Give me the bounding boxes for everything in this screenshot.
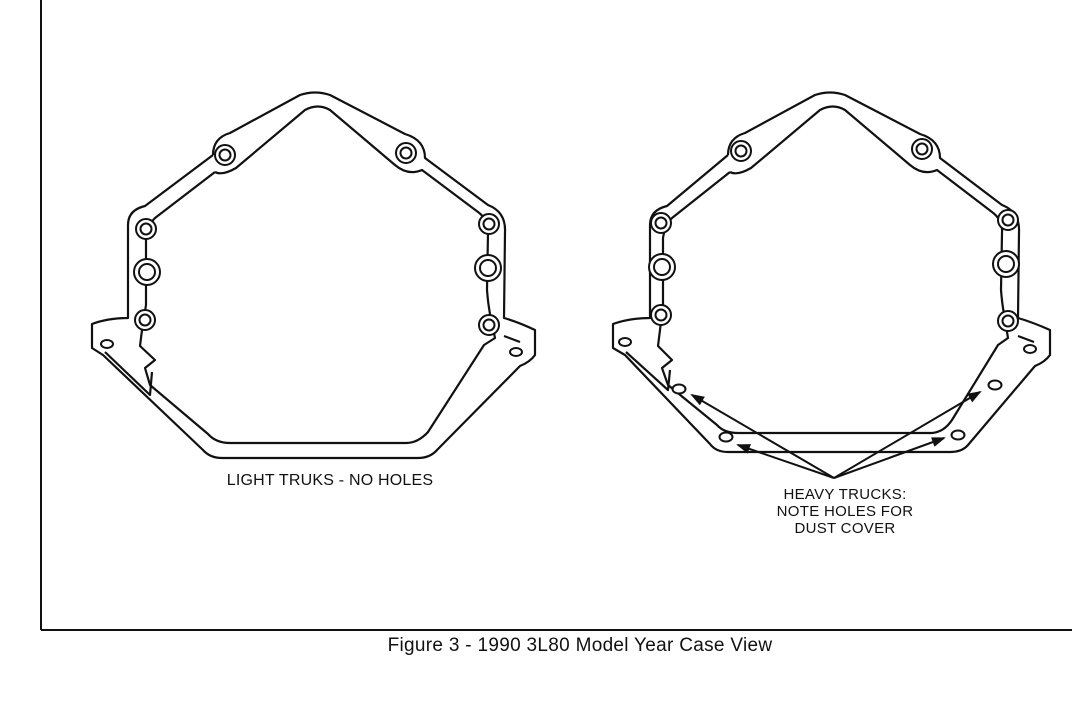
heavy-trucks-label-line-3: DUST COVER (794, 520, 896, 537)
heavy-trucks-label-line-2: NOTE HOLES FOR (776, 503, 914, 520)
light-truck-case-outline (90, 91, 537, 460)
heavy-truck-case-outline (611, 91, 1052, 454)
light-truck-case-bolt-holes (100, 142, 523, 357)
figure-caption: Figure 3 - 1990 3L80 Model Year Case Vie… (387, 635, 773, 656)
light-trucks-label: LIGHT TRUKS - NO HOLES (226, 472, 434, 489)
heavy-truck-case-bolt-holes (618, 138, 1037, 354)
dust-cover-holes (671, 379, 1003, 443)
dust-cover-leader-arrows (690, 390, 982, 479)
heavy-trucks-label: HEAVY TRUCKS: NOTE HOLES FOR DUST COVER (730, 486, 960, 537)
figure-frame (40, 0, 1072, 631)
heavy-trucks-label-line-1: HEAVY TRUCKS: (783, 486, 907, 503)
